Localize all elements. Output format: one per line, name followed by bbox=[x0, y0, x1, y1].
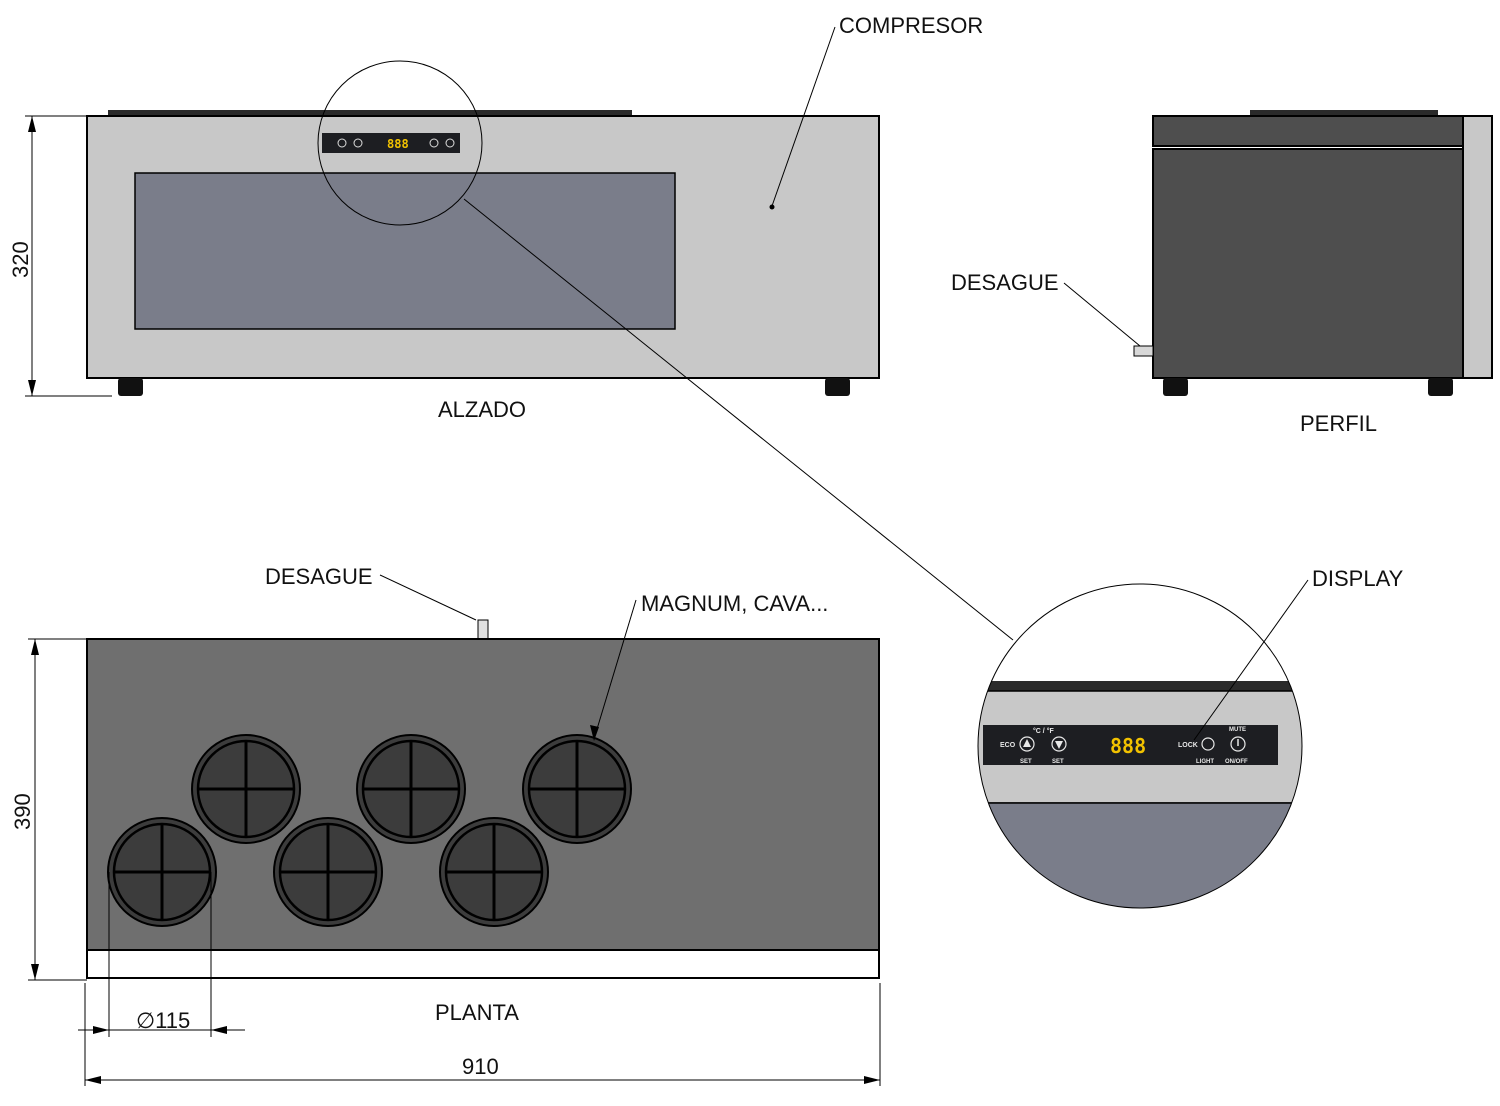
magnum-leader bbox=[593, 599, 637, 740]
perfil-label: PERFIL bbox=[1300, 411, 1377, 436]
plan-drain-pipe bbox=[477, 619, 489, 640]
light-button[interactable] bbox=[1201, 737, 1215, 751]
dimension-390: 390 bbox=[10, 793, 35, 830]
planta-label: PLANTA bbox=[435, 1000, 519, 1025]
side-drain-pipe bbox=[1133, 345, 1154, 357]
power-button[interactable] bbox=[1230, 736, 1246, 752]
bottle-holder bbox=[356, 734, 466, 844]
dimension-910: 910 bbox=[462, 1054, 499, 1079]
set-down-label: SET bbox=[1052, 759, 1064, 765]
light-label: LIGHT bbox=[1196, 759, 1214, 765]
mute-label: MUTE bbox=[1229, 727, 1246, 733]
dimension-320: 320 bbox=[8, 241, 33, 278]
set-up-button[interactable] bbox=[1019, 736, 1035, 752]
alzado-label: ALZADO bbox=[438, 397, 526, 422]
display-detail-view: ECO °C / °F SET SET 888 LOCK LIGHT MUTE … bbox=[977, 566, 1404, 909]
front-foot-right bbox=[825, 378, 850, 396]
side-foot-left bbox=[1163, 378, 1188, 396]
bottle-holders bbox=[107, 734, 632, 927]
front-elevation-view: 888 COMPRESOR 320 ALZADO bbox=[8, 13, 983, 422]
detail-leader-line bbox=[463, 198, 1014, 641]
detail-callout-circle bbox=[317, 60, 483, 226]
bottle-holder bbox=[191, 734, 301, 844]
bottle-holder bbox=[107, 817, 217, 927]
front-display-small: 888 bbox=[322, 133, 460, 153]
desague-side-label: DESAGUE bbox=[951, 270, 1059, 295]
side-foot-right bbox=[1428, 378, 1453, 396]
front-foot-left bbox=[118, 378, 143, 396]
display-leader bbox=[1193, 579, 1309, 741]
dimension-diameter-115: ∅115 bbox=[136, 1008, 190, 1033]
side-body bbox=[1152, 148, 1464, 379]
bottle-holder bbox=[273, 817, 383, 927]
set-up-label: SET bbox=[1020, 759, 1032, 765]
display-panel bbox=[983, 725, 1278, 765]
bottle-holder bbox=[522, 734, 632, 844]
side-right-panel bbox=[1462, 115, 1493, 379]
compresor-leader bbox=[771, 26, 836, 207]
onoff-label: ON/OFF bbox=[1225, 759, 1248, 765]
front-display-digits: 888 bbox=[387, 137, 409, 151]
desague-plan-label: DESAGUE bbox=[265, 564, 373, 589]
bottle-holder bbox=[439, 817, 549, 927]
plan-view: DESAGUE MAGNUM, CAVA... 390 ∅115 910 PLA… bbox=[10, 564, 881, 1086]
detail-circle-outline bbox=[977, 583, 1303, 909]
display-label: DISPLAY bbox=[1312, 566, 1404, 591]
lock-label: LOCK bbox=[1178, 742, 1198, 749]
desague-side-leader bbox=[1063, 282, 1141, 347]
unit-toggle-label: °C / °F bbox=[1033, 727, 1054, 735]
side-top-band bbox=[1152, 115, 1464, 147]
plan-front-strip bbox=[86, 949, 880, 979]
desague-plan-leader bbox=[379, 574, 477, 621]
temperature-digits: 888 bbox=[1110, 734, 1146, 758]
front-glass-window bbox=[134, 172, 676, 330]
compresor-label: COMPRESOR bbox=[839, 13, 983, 38]
side-profile-view: DESAGUE PERFIL bbox=[951, 110, 1493, 436]
set-down-button[interactable] bbox=[1051, 736, 1067, 752]
magnum-label: MAGNUM, CAVA... bbox=[641, 591, 828, 616]
eco-label: ECO bbox=[1000, 742, 1016, 749]
front-top-lid bbox=[108, 110, 632, 116]
